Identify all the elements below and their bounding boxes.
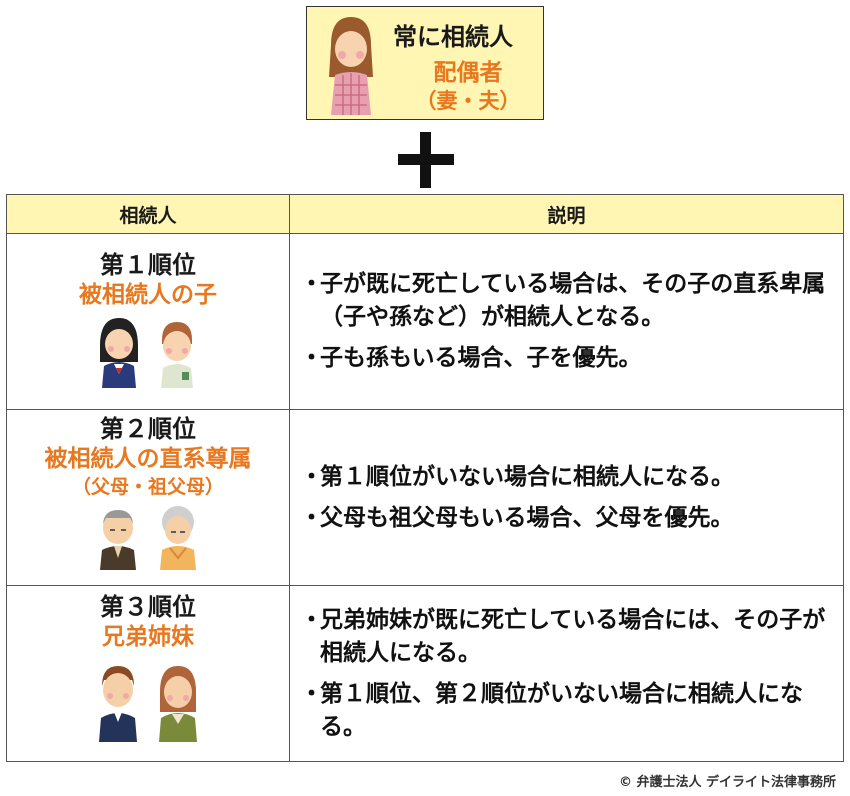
header-description: 説明 <box>289 194 844 234</box>
bullet-text: 第１順位、第２順位がいない場合に相続人になる。 <box>320 680 803 740</box>
grandmother-figure-icon <box>160 506 196 570</box>
list-item: ・第１順位、第２順位がいない場合に相続人になる。 <box>298 678 843 744</box>
bullet-text: 兄弟姉妹が既に死亡している場合には、その子が相続人になる。 <box>320 606 826 666</box>
bullet-text: 第１順位がいない場合に相続人になる。 <box>320 463 734 490</box>
list-item: ・父母も祖父母もいる場合、父母を優先。 <box>298 502 843 535</box>
header-heir: 相続人 <box>6 194 290 234</box>
list-item: ・兄弟姉妹が既に死亡している場合には、その子が相続人になる。 <box>298 604 843 670</box>
bullet-icon: ・ <box>300 345 323 371</box>
list-item: ・第１順位がいない場合に相続人になる。 <box>298 461 843 494</box>
always-heir-label: 常に相続人 <box>393 23 513 51</box>
heir-cell: 第３順位 兄弟姉妹 <box>6 585 290 762</box>
table-header-row: 相続人 説明 <box>6 194 844 234</box>
bullet-icon: ・ <box>300 606 323 633</box>
heir-table: 相続人 説明 第１順位 被相続人の子 <box>6 194 844 762</box>
bullet-icon: ・ <box>300 271 323 297</box>
heir-label: 被相続人の直系尊属 <box>44 446 252 472</box>
spouse-sub-label: （妻・夫） <box>415 89 521 113</box>
bullet-icon: ・ <box>300 504 323 531</box>
bullet-text: 子も孫もいる場合、子を優先。 <box>320 345 642 371</box>
rank-label: 第１順位 <box>100 251 196 279</box>
heir-label: 被相続人の子 <box>79 282 217 308</box>
description-cell: ・兄弟姉妹が既に死亡している場合には、その子が相続人になる。 ・第１順位、第２順… <box>289 585 844 762</box>
bullet-text: 子が既に死亡している場合は、その子の直系卑属（子や孫など）が相続人となる。 <box>320 271 826 330</box>
rank-label: 第３順位 <box>100 593 196 621</box>
boy-figure-icon <box>161 322 193 388</box>
girl-figure-icon <box>100 318 138 388</box>
list-item: ・子が既に死亡している場合は、その子の直系卑属（子や孫など）が相続人となる。 <box>298 268 843 334</box>
grandfather-figure-icon <box>100 510 136 570</box>
bullet-text: 父母も祖父母もいる場合、父母を優先。 <box>320 504 734 531</box>
spouse-box: 常に相続人 配偶者 （妻・夫） <box>306 6 544 120</box>
heir-sub-label: （父母・祖父母） <box>71 476 224 498</box>
spouse-label: 配偶者 <box>433 60 503 86</box>
bullet-icon: ・ <box>300 463 323 490</box>
table-row: 第２順位 被相続人の直系尊属 （父母・祖父母） <box>6 409 844 586</box>
description-cell: ・第１順位がいない場合に相続人になる。 ・父母も祖父母もいる場合、父母を優先。 <box>289 409 844 586</box>
copyright-text: © 弁護士法人 デイライト法律事務所 <box>618 775 836 790</box>
rank-label: 第２順位 <box>100 415 196 443</box>
plus-icon <box>398 132 454 188</box>
list-item: ・子も孫もいる場合、子を優先。 <box>298 342 843 375</box>
woman-figure-icon <box>329 17 373 115</box>
woman-figure-icon <box>159 666 197 742</box>
bullet-icon: ・ <box>300 680 323 707</box>
heir-cell: 第１順位 被相続人の子 <box>6 233 290 410</box>
heir-label: 兄弟姉妹 <box>102 624 194 650</box>
table-row: 第３順位 兄弟姉妹 <box>6 585 844 762</box>
heir-cell: 第２順位 被相続人の直系尊属 （父母・祖父母） <box>6 409 290 586</box>
man-figure-icon <box>99 666 137 742</box>
table-row: 第１順位 被相続人の子 <box>6 233 844 410</box>
description-cell: ・子が既に死亡している場合は、その子の直系卑属（子や孫など）が相続人となる。 ・… <box>289 233 844 410</box>
